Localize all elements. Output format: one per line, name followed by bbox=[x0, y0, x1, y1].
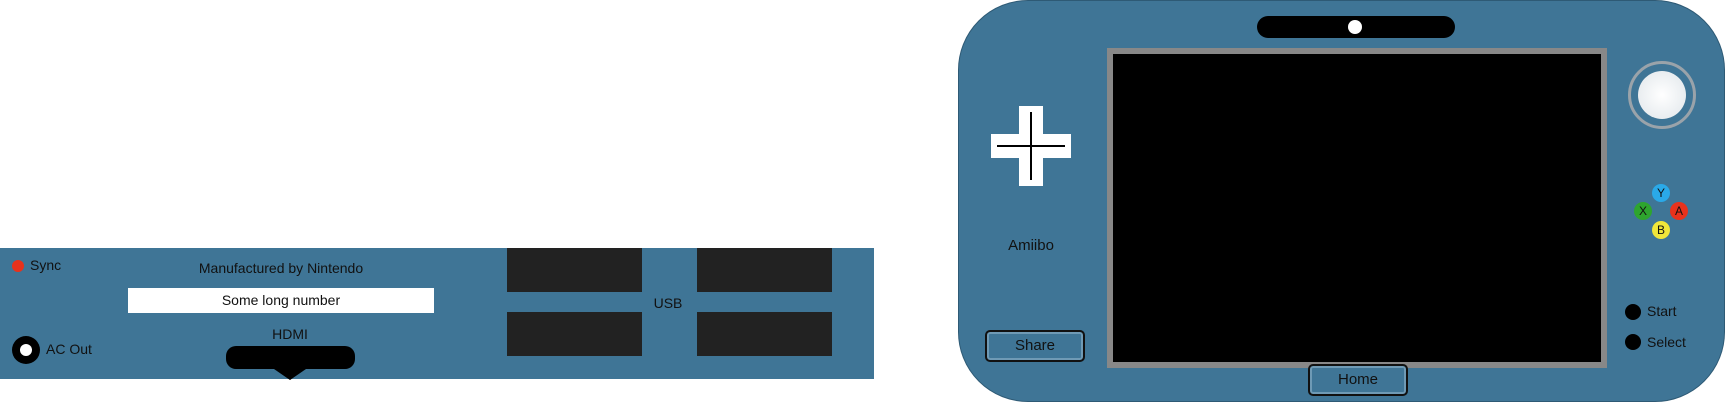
select-label: Select bbox=[1647, 334, 1686, 350]
select-button[interactable] bbox=[1625, 334, 1641, 350]
hdmi-port-icon[interactable] bbox=[226, 346, 355, 380]
gamepad: Amiibo Share Home Y X A B Start Select bbox=[958, 0, 1725, 402]
a-button[interactable]: A bbox=[1670, 202, 1688, 220]
ac-out-port-icon[interactable] bbox=[12, 336, 40, 364]
gamepad-screen[interactable] bbox=[1107, 48, 1607, 368]
start-label: Start bbox=[1647, 303, 1677, 319]
camera-icon bbox=[1348, 20, 1362, 34]
sync-led-icon bbox=[12, 260, 24, 272]
dpad-icon[interactable] bbox=[991, 106, 1071, 186]
start-button[interactable] bbox=[1625, 304, 1641, 320]
usb-port-3[interactable] bbox=[697, 248, 832, 292]
usb-port-2[interactable] bbox=[507, 312, 642, 356]
sync-label: Sync bbox=[30, 257, 62, 273]
hdmi-label: HDMI bbox=[272, 326, 308, 342]
y-button[interactable]: Y bbox=[1652, 184, 1670, 202]
share-button[interactable]: Share bbox=[985, 330, 1085, 362]
b-button[interactable]: B bbox=[1652, 221, 1670, 239]
x-button[interactable]: X bbox=[1634, 202, 1652, 220]
analog-stick[interactable] bbox=[1638, 71, 1686, 119]
serial-number-plate: Some long number bbox=[128, 288, 434, 313]
usb-port-4[interactable] bbox=[697, 312, 832, 356]
analog-stick-ring bbox=[1628, 61, 1696, 129]
manufacturer-label: Manufactured by Nintendo bbox=[198, 260, 364, 276]
usb-port-1[interactable] bbox=[507, 248, 642, 292]
console-rear-panel: Sync AC Out Manufactured by Nintendo Som… bbox=[0, 248, 874, 380]
home-button[interactable]: Home bbox=[1308, 364, 1408, 396]
ac-out-label: AC Out bbox=[46, 341, 92, 357]
amiibo-label: Amiibo bbox=[1008, 237, 1054, 254]
usb-label: USB bbox=[653, 295, 683, 311]
sensor-bar bbox=[1257, 16, 1455, 38]
